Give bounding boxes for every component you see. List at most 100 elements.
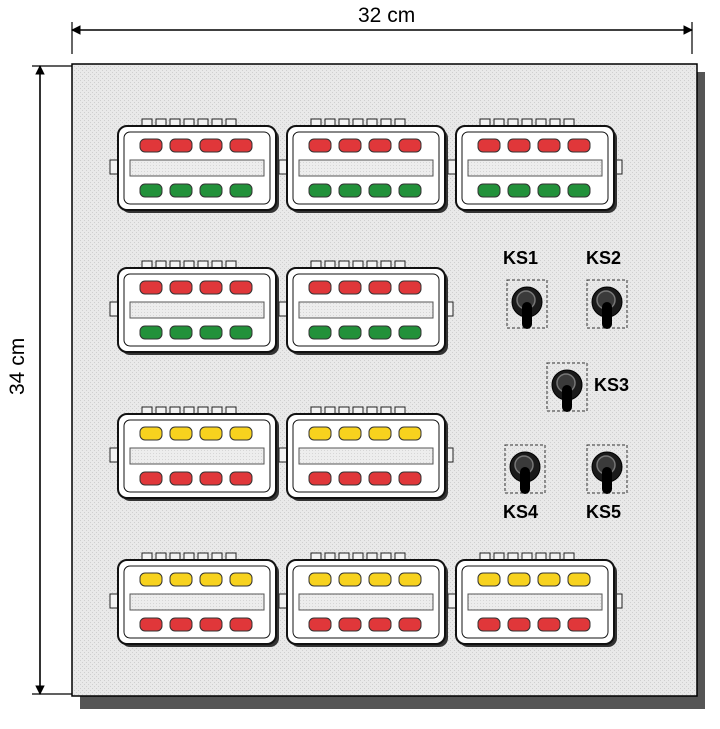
led-top — [308, 138, 332, 153]
led-bottom — [507, 617, 531, 632]
led-bottom — [368, 325, 392, 340]
module-inner-frame — [461, 131, 609, 205]
led-bottom — [308, 471, 332, 486]
module-inner-frame — [292, 565, 440, 639]
led-bottom — [567, 617, 591, 632]
led-top — [338, 426, 362, 441]
led-module — [109, 406, 285, 501]
label-strip — [129, 447, 265, 465]
led-top — [338, 280, 362, 295]
led-bottom — [139, 617, 163, 632]
key-switch-ks4[interactable]: KS4 — [503, 444, 546, 522]
width-dimension — [71, 22, 693, 54]
key-switch-ks5[interactable]: KS5 — [586, 444, 628, 522]
led-top — [139, 138, 163, 153]
led-top — [229, 280, 253, 295]
led-bottom — [169, 471, 193, 486]
led-bottom — [229, 325, 253, 340]
led-top — [398, 426, 422, 441]
label-strip — [467, 159, 603, 177]
key-switch-ks1[interactable]: KS1 — [503, 248, 548, 329]
led-bottom — [398, 471, 422, 486]
led-module — [278, 260, 454, 355]
side-tab — [109, 159, 119, 175]
led-bottom — [338, 471, 362, 486]
led-top — [567, 138, 591, 153]
label-strip — [129, 593, 265, 611]
led-top — [477, 572, 501, 587]
module-inner-frame — [123, 131, 271, 205]
led-top — [338, 572, 362, 587]
module-inner-frame — [292, 131, 440, 205]
led-top — [398, 138, 422, 153]
height-label: 34 cm — [6, 337, 29, 395]
led-module — [278, 406, 454, 501]
module-inner-frame — [292, 273, 440, 347]
led-bottom — [477, 617, 501, 632]
switch-label: KS5 — [586, 502, 621, 522]
switch-lever — [520, 467, 530, 494]
led-bottom — [169, 325, 193, 340]
led-bottom — [308, 183, 332, 198]
label-strip — [298, 159, 434, 177]
led-top — [139, 572, 163, 587]
led-bottom — [229, 617, 253, 632]
led-top — [139, 426, 163, 441]
label-strip — [298, 301, 434, 319]
side-tab — [447, 159, 457, 175]
led-top — [507, 138, 531, 153]
led-top — [199, 426, 223, 441]
led-top — [368, 426, 392, 441]
led-bottom — [567, 183, 591, 198]
key-switch-ks3[interactable]: KS3 — [546, 362, 629, 412]
module-inner-frame — [123, 273, 271, 347]
switch-lever — [562, 385, 572, 412]
led-bottom — [308, 617, 332, 632]
led-bottom — [537, 617, 561, 632]
side-tab — [278, 447, 288, 463]
label-strip — [298, 447, 434, 465]
led-top — [368, 138, 392, 153]
led-bottom — [199, 617, 223, 632]
led-top — [368, 280, 392, 295]
side-tab — [109, 593, 119, 609]
led-bottom — [537, 183, 561, 198]
height-dimension — [32, 65, 72, 695]
led-top — [368, 572, 392, 587]
label-strip — [129, 159, 265, 177]
module-inner-frame — [123, 419, 271, 493]
side-tab — [109, 301, 119, 317]
led-bottom — [338, 617, 362, 632]
led-bottom — [398, 325, 422, 340]
switch-label: KS1 — [503, 248, 538, 268]
switch-lever — [602, 302, 612, 329]
led-module — [447, 118, 623, 213]
led-bottom — [398, 183, 422, 198]
led-bottom — [308, 325, 332, 340]
switch-label: KS3 — [594, 375, 629, 395]
led-bottom — [199, 183, 223, 198]
led-bottom — [338, 183, 362, 198]
side-tab — [278, 301, 288, 317]
led-bottom — [199, 471, 223, 486]
led-module — [109, 260, 285, 355]
modules-layer — [109, 118, 623, 647]
label-strip — [298, 593, 434, 611]
led-bottom — [229, 183, 253, 198]
led-module — [447, 552, 623, 647]
led-top — [199, 280, 223, 295]
led-top — [308, 572, 332, 587]
switch-label: KS2 — [586, 248, 621, 268]
key-switch-ks2[interactable]: KS2 — [586, 248, 628, 329]
led-bottom — [368, 617, 392, 632]
led-module — [109, 552, 285, 647]
led-bottom — [139, 471, 163, 486]
side-tab — [278, 593, 288, 609]
switch-label: KS4 — [503, 502, 538, 522]
led-bottom — [477, 183, 501, 198]
led-module — [278, 118, 454, 213]
led-bottom — [139, 325, 163, 340]
led-module — [278, 552, 454, 647]
led-top — [477, 138, 501, 153]
